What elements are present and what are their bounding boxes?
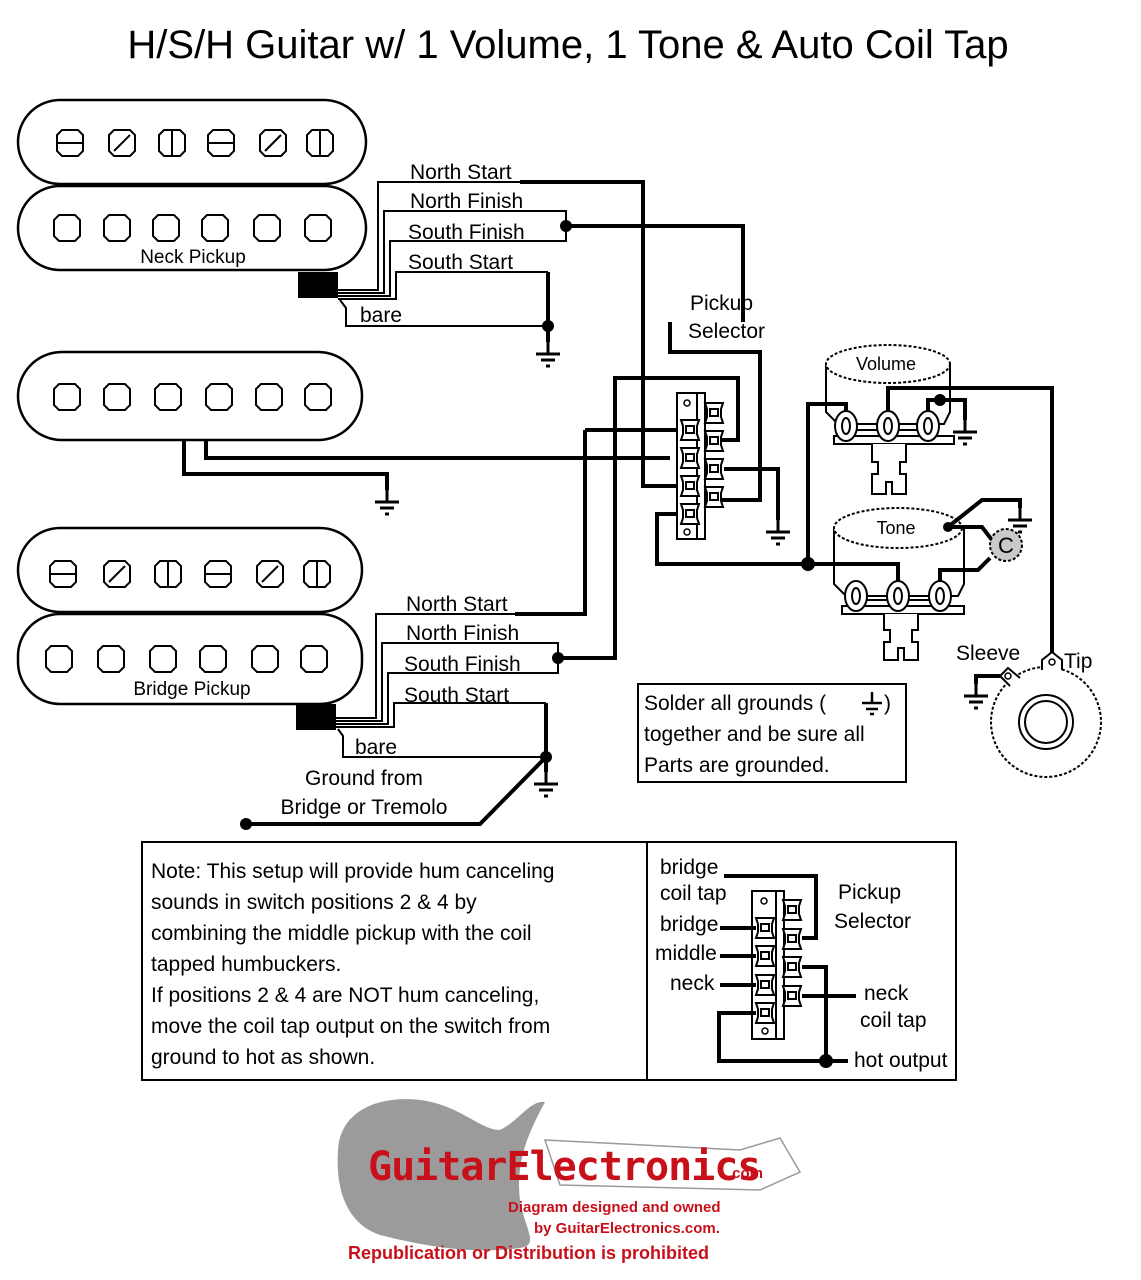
inset-middle-label: middle — [655, 942, 717, 965]
note-line: If positions 2 & 4 are NOT hum canceling… — [151, 984, 539, 1007]
inset-neck-coil-tap-line1: neck — [864, 982, 909, 1005]
solder-note-box: Solder all grounds ( ) together and be s… — [637, 683, 907, 783]
neck-pickup-label: Neck Pickup — [140, 247, 246, 268]
logo-tld: .com — [728, 1165, 763, 1182]
ground-symbol-icon — [862, 692, 882, 716]
inset-selector-diagram: bridge coil tap bridge middle neck Picku… — [655, 856, 948, 1072]
neck-wires: North Start North Finish South Finish So… — [338, 161, 745, 378]
bridge-wire-north-start: North Start — [406, 593, 508, 616]
bridge-pickup-bottom-coil — [16, 612, 364, 706]
jack-tip-label: Tip — [1064, 650, 1092, 673]
bridge-wire-bare: bare — [355, 736, 397, 759]
bridge-wires: North Start North Finish South Finish So… — [240, 430, 617, 830]
inset-bridge-coil-tap-line1: bridge — [660, 856, 718, 879]
solder-note-line1: Solder all grounds ( — [644, 692, 826, 715]
bridge-ground-label-line2: Bridge or Tremolo — [281, 796, 448, 819]
selector-label-line2: Selector — [688, 320, 765, 343]
inset-selector-label-line1: Pickup — [838, 881, 901, 904]
logo-line1: Diagram designed and owned — [508, 1199, 721, 1216]
neck-wire-bare: bare — [360, 304, 402, 327]
tone-pot: Tone C — [808, 498, 1034, 661]
volume-label: Volume — [856, 354, 916, 374]
inset-neck-label: neck — [670, 972, 715, 995]
bridge-wire-south-finish: South Finish — [404, 653, 521, 676]
inset-bridge-label: bridge — [660, 913, 718, 936]
bridge-ground-label-line1: Ground from — [305, 767, 423, 790]
logo-brand: GuitarElectronics — [368, 1144, 760, 1190]
note-line: ground to hot as shown. — [151, 1046, 375, 1069]
inset-hot-output-label: hot output — [854, 1049, 948, 1072]
inset-selector-label-line2: Selector — [834, 910, 911, 933]
tone-capacitor — [989, 528, 1023, 562]
solder-note-line2: together and be sure all — [644, 723, 865, 746]
jack-sleeve-label: Sleeve — [956, 642, 1020, 665]
tone-label: Tone — [876, 518, 915, 538]
logo-guitar-neck — [543, 1137, 802, 1191]
note-line: move the coil tap output on the switch f… — [151, 1015, 550, 1038]
note-line: Note: This setup will provide hum cancel… — [151, 860, 554, 883]
inset-bridge-coil-tap-line2: coil tap — [660, 882, 727, 905]
bridge-pickup-label: Bridge Pickup — [133, 679, 250, 700]
middle-pickup — [16, 350, 670, 516]
note-line: combining the middle pickup with the coi… — [151, 922, 532, 945]
bridge-wire-south-start: South Start — [404, 684, 509, 707]
neck-wire-south-start: South Start — [408, 251, 513, 274]
note-line: sounds in switch positions 2 & 4 by — [151, 891, 477, 914]
neck-pickup-bottom-coil — [16, 184, 368, 272]
capacitor-label: C — [998, 533, 1014, 558]
solder-note-line3: Parts are grounded. — [644, 754, 830, 777]
logo-guitar-body — [337, 1099, 545, 1251]
guitarelectronics-logo: GuitarElectronics .com Diagram designed … — [337, 1099, 802, 1263]
neck-wire-north-finish: North Finish — [410, 190, 523, 213]
neck-pickup: Neck Pickup — [16, 98, 368, 298]
diagram-title: H/S/H Guitar w/ 1 Volume, 1 Tone & Auto … — [127, 23, 1008, 67]
bridge-pickup: Bridge Pickup — [16, 526, 364, 730]
logo-line2: by GuitarElectronics.com. — [534, 1220, 720, 1237]
neck-wire-north-start: North Start — [410, 161, 512, 184]
screw-poles — [49, 560, 331, 588]
selector-label-line1: Pickup — [690, 292, 753, 315]
note-line: tapped humbuckers. — [151, 953, 341, 976]
solder-note-line1-end: ) — [884, 692, 891, 715]
neck-pickup-top-coil — [16, 98, 368, 186]
output-jack: Sleeve Tip — [956, 642, 1102, 778]
bridge-wire-north-finish: North Finish — [406, 622, 519, 645]
note-box: Note: This setup will provide hum cancel… — [141, 841, 957, 1081]
inset-neck-coil-tap-line2: coil tap — [860, 1009, 927, 1032]
pickup-selector: Pickup Selector — [585, 292, 815, 571]
neck-cable-jacket — [298, 272, 338, 298]
screw-poles — [56, 129, 334, 157]
middle-pickup-body — [16, 350, 364, 442]
bridge-cable-jacket — [296, 704, 336, 730]
bridge-pickup-top-coil — [16, 526, 364, 614]
volume-pot: Volume — [806, 344, 1054, 656]
logo-line3: Republication or Distribution is prohibi… — [348, 1243, 709, 1263]
neck-wire-south-finish: South Finish — [408, 221, 525, 244]
